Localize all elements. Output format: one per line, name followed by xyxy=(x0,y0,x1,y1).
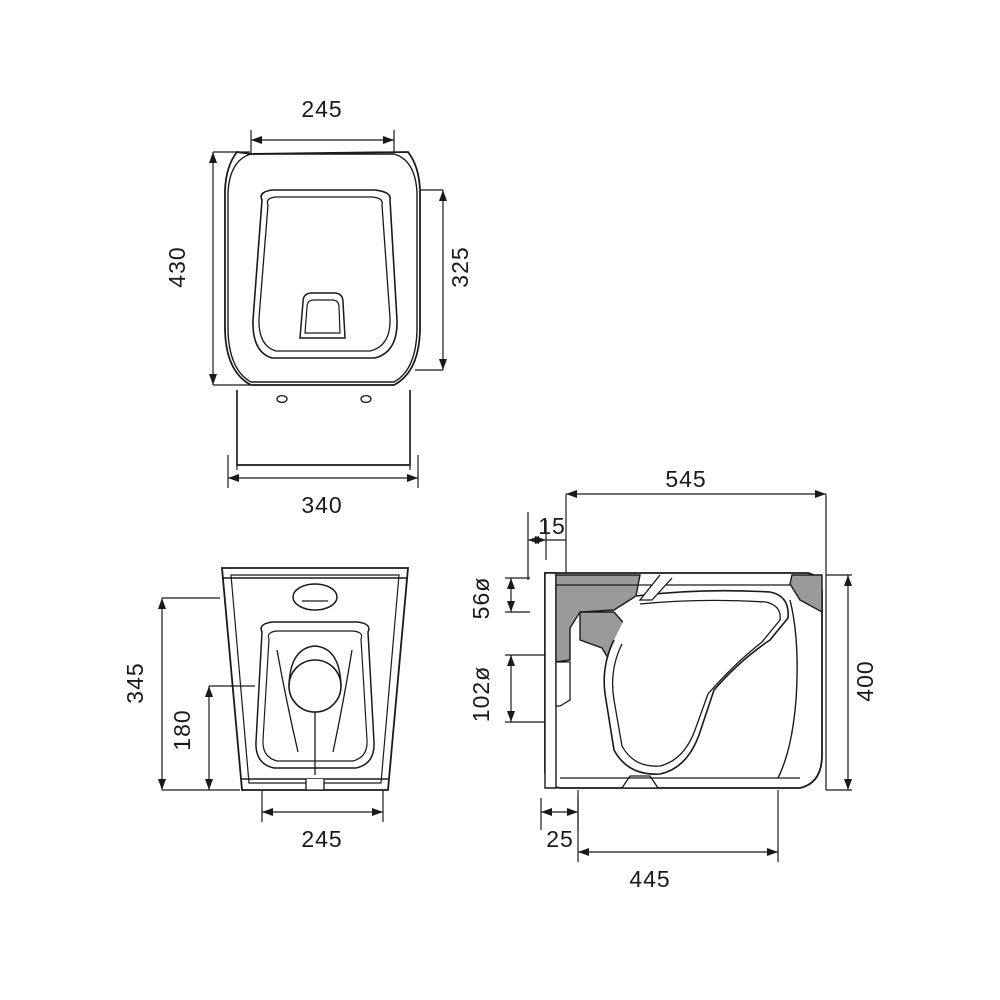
plan-outlet-top-arc xyxy=(288,645,342,687)
side-bowl-curve xyxy=(603,589,789,775)
side-upper-contour xyxy=(638,574,673,601)
dim-side-offset-15: 15 xyxy=(538,513,566,539)
side-dimension-lines xyxy=(505,493,852,862)
side-trap-detail xyxy=(555,661,571,707)
plan-inlet-ellipse xyxy=(292,583,338,611)
plan-funnel-left xyxy=(276,649,299,753)
side-back-plate xyxy=(544,572,557,789)
side-right-flank xyxy=(777,599,798,779)
side-shaded-rim-right xyxy=(789,574,823,614)
dim-side-offset-25: 25 xyxy=(546,826,574,852)
front-outlet-shape-inner xyxy=(304,299,341,334)
front-bowl-rim-inner xyxy=(258,196,391,352)
dim-plan-width-245: 245 xyxy=(301,826,342,852)
plan-outer-outline-inner xyxy=(230,574,400,784)
dim-plan-height-180: 180 xyxy=(169,709,195,750)
dim-side-total-length: 545 xyxy=(665,466,706,492)
front-bowl-rim xyxy=(252,189,398,359)
dim-plan-height-345: 345 xyxy=(122,662,148,703)
side-foot-detail xyxy=(620,775,660,789)
front-outer-outline-2 xyxy=(227,153,418,383)
side-section-view xyxy=(505,490,852,862)
front-fixing-hole-left xyxy=(276,394,288,404)
dim-front-inner-height: 325 xyxy=(447,246,473,287)
side-arrowheads xyxy=(507,490,852,856)
side-bowl-curve-inner xyxy=(611,599,781,767)
plan-arrowheads xyxy=(158,598,383,816)
dim-side-height-400: 400 xyxy=(852,660,878,701)
front-arrowheads xyxy=(209,136,447,482)
dim-front-top-width: 245 xyxy=(301,96,342,122)
front-fixing-hole-right xyxy=(360,394,372,404)
plan-outlet-circle xyxy=(288,659,342,713)
plan-bowl-outline-inner xyxy=(262,630,368,762)
dim-front-height: 430 xyxy=(164,246,190,287)
plan-funnel-right xyxy=(332,649,353,753)
front-elevation-view xyxy=(209,130,447,488)
dim-side-outlet-102: 102ø xyxy=(468,666,494,722)
plan-view xyxy=(158,567,409,822)
dim-side-base-length: 445 xyxy=(629,866,670,892)
dim-front-base-width: 340 xyxy=(301,492,342,518)
plan-bottom-notch xyxy=(305,779,325,791)
dim-side-outlet-56: 56ø xyxy=(468,577,494,620)
front-pedestal xyxy=(236,390,411,466)
plan-dimension-lines xyxy=(161,597,384,822)
